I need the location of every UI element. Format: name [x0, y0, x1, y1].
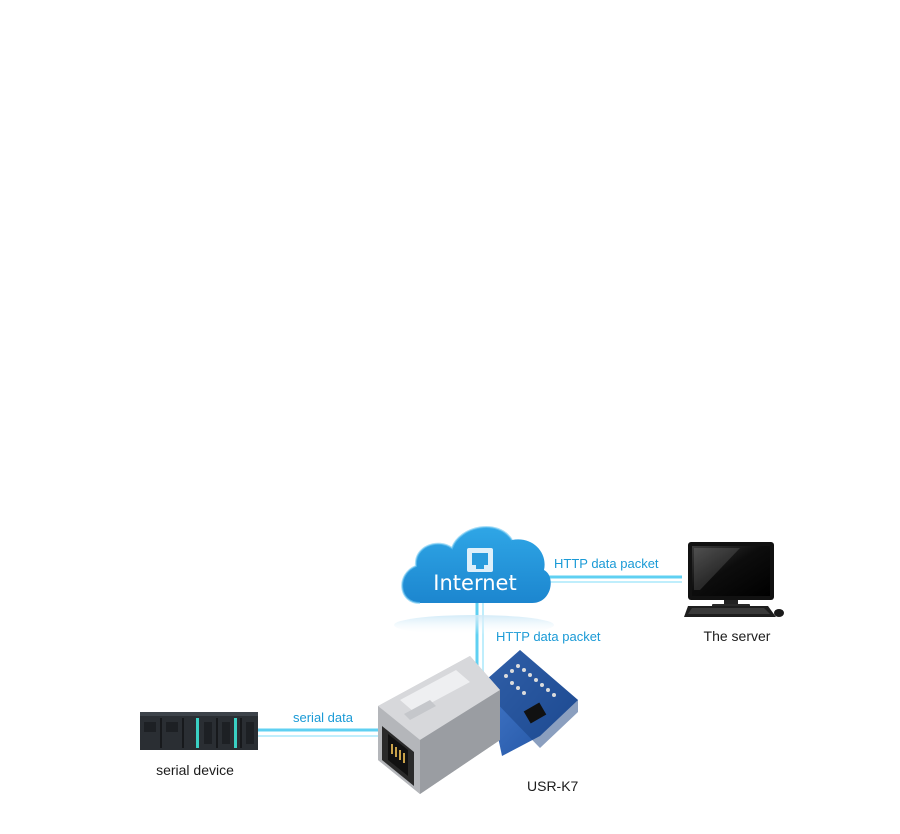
node-module: USR-K7	[378, 650, 579, 794]
ethernet-module-icon	[378, 650, 578, 794]
link-label-internet-server: HTTP data packet	[554, 556, 659, 571]
cloud-reflection	[394, 615, 554, 635]
node-label-internet: Internet	[433, 571, 516, 595]
node-internet: Internet	[394, 525, 554, 635]
node-server: The server	[684, 542, 784, 644]
link-internet-server: HTTP data packet	[540, 556, 682, 583]
node-device: serial device	[140, 712, 258, 778]
desktop-computer-icon	[684, 542, 784, 617]
node-label-device: serial device	[156, 762, 234, 778]
node-label-server: The server	[704, 628, 771, 644]
link-module-internet: HTTP data packet	[475, 600, 601, 676]
ethernet-port-icon	[467, 548, 493, 572]
link-label-device-module: serial data	[293, 710, 354, 725]
plc-device-icon	[140, 712, 258, 750]
link-device-module: serial data	[258, 710, 380, 737]
node-label-module: USR-K7	[527, 778, 579, 794]
